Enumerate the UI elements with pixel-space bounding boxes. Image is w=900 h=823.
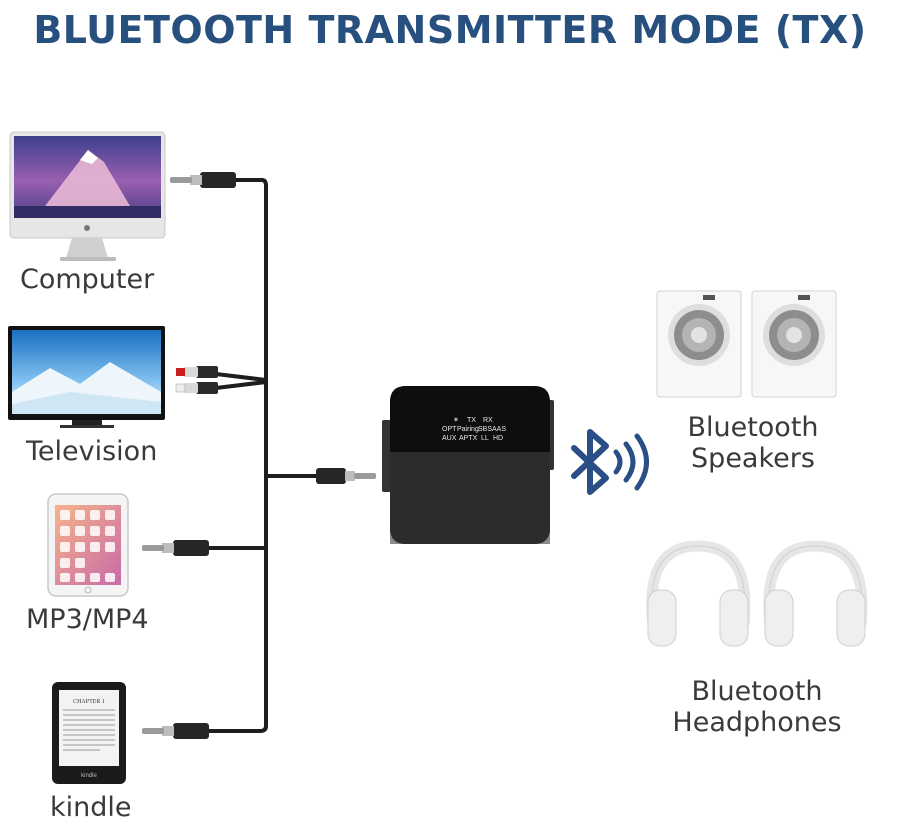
output-label-speakers: Bluetooth Speakers [648,412,858,474]
panel-sbs-label: SBS [478,426,492,433]
output-label-speakers-line1: Bluetooth [687,412,819,443]
panel-aptx-label: APTX [459,435,478,442]
diagram-title: BLUETOOTH TRANSMITTER MODE (TX) [33,8,867,52]
headphones-icon [646,540,868,647]
transmitter-panel: ✶ TX RX OPT Pairing SBS AAS AUX APTX LL … [442,416,506,442]
panel-ll-label: LL [481,435,489,442]
output-label-headphones: Bluetooth Headphones [652,676,862,738]
panel-hd-label: HD [493,435,503,442]
imac-icon [9,131,166,261]
speaker-left [656,290,742,398]
jack-plug-kindle [142,723,209,739]
main-trunk-cable [207,178,268,733]
panel-aas-label: AAS [492,426,506,433]
output-label-headphones-line2: Headphones [672,707,842,738]
kindle-icon: CHAPTER 1 kindle [52,682,126,784]
source-label-mp3: MP3/MP4 [26,604,149,635]
tv-icon [8,326,165,428]
source-label-television: Television [26,436,158,467]
headphone-right [763,540,868,647]
headphone-left [646,540,751,647]
tablet-icon [47,493,129,597]
source-label-kindle: kindle [50,792,132,823]
tv-cable-2 [214,380,268,390]
rca-plugs-tv [175,366,218,394]
panel-rx-label: RX [483,417,493,424]
cable-network [207,178,322,733]
tv-cable [214,372,268,382]
bluetooth-signal-icon [571,429,649,495]
source-label-computer: Computer [20,264,155,295]
panel-opt-label: OPT [442,426,457,433]
jack-plug-transmitter [316,468,376,484]
output-label-headphones-line1: Bluetooth [691,676,823,707]
speaker-right [751,290,837,398]
bluetooth-transmitter: ✶ TX RX OPT Pairing SBS AAS AUX APTX LL … [382,386,554,544]
panel-aux-label: AUX [442,435,457,442]
output-label-speakers-line2: Speakers [691,443,815,474]
speakers-icon [656,290,837,398]
jack-plug-computer [170,172,236,188]
panel-pairing-label: Pairing [457,426,479,433]
jack-plug-mp3 [142,540,209,556]
kindle-brand-text: kindle [81,773,97,779]
panel-bt-glyph: ✶ [453,416,459,424]
panel-tx-label: TX [467,417,476,424]
kindle-chapter-text: CHAPTER 1 [73,699,105,705]
